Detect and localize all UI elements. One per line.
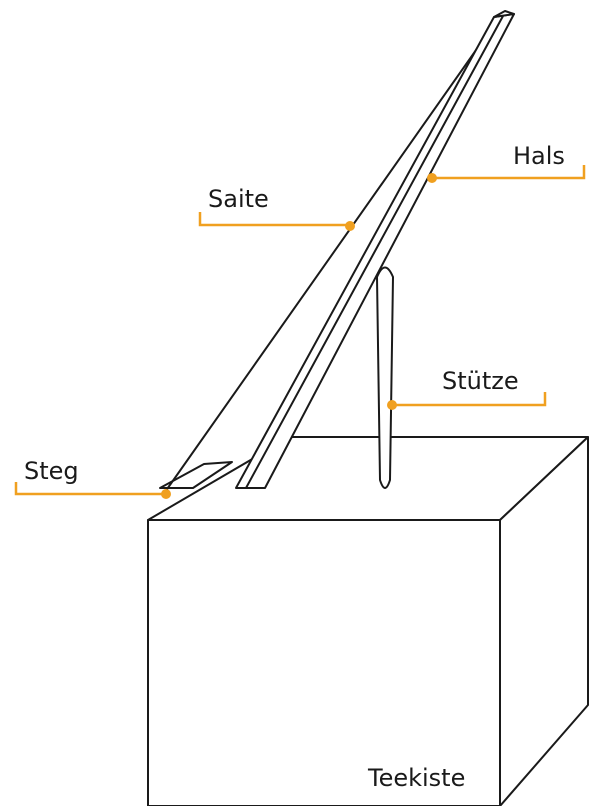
label-steg: Steg — [24, 457, 79, 485]
leader-dot-steg — [161, 489, 171, 499]
support-stick — [376, 266, 394, 489]
leader-stuetze — [392, 392, 547, 407]
label-teekiste: Teekiste — [367, 764, 465, 792]
leader-dot-saite — [345, 221, 355, 231]
neck-edge-line — [245, 15, 504, 489]
label-saite: Saite — [208, 185, 269, 213]
leader-saite — [198, 212, 350, 227]
tea-chest-side-face — [499, 436, 589, 806]
string — [164, 15, 501, 493]
label-stuetze: Stütze — [442, 367, 519, 395]
tea-chest-box — [147, 436, 589, 806]
neck — [235, 10, 515, 489]
leader-hals — [432, 165, 586, 180]
label-hals: Hals — [513, 142, 565, 170]
leaders — [14, 165, 586, 499]
leader-dot-stuetze — [387, 400, 397, 410]
neck-top-end — [493, 10, 515, 18]
leader-steg — [14, 482, 165, 496]
leader-dot-hals — [427, 173, 437, 183]
bridge-block — [159, 461, 233, 489]
tea-chest-front-face — [147, 519, 501, 806]
